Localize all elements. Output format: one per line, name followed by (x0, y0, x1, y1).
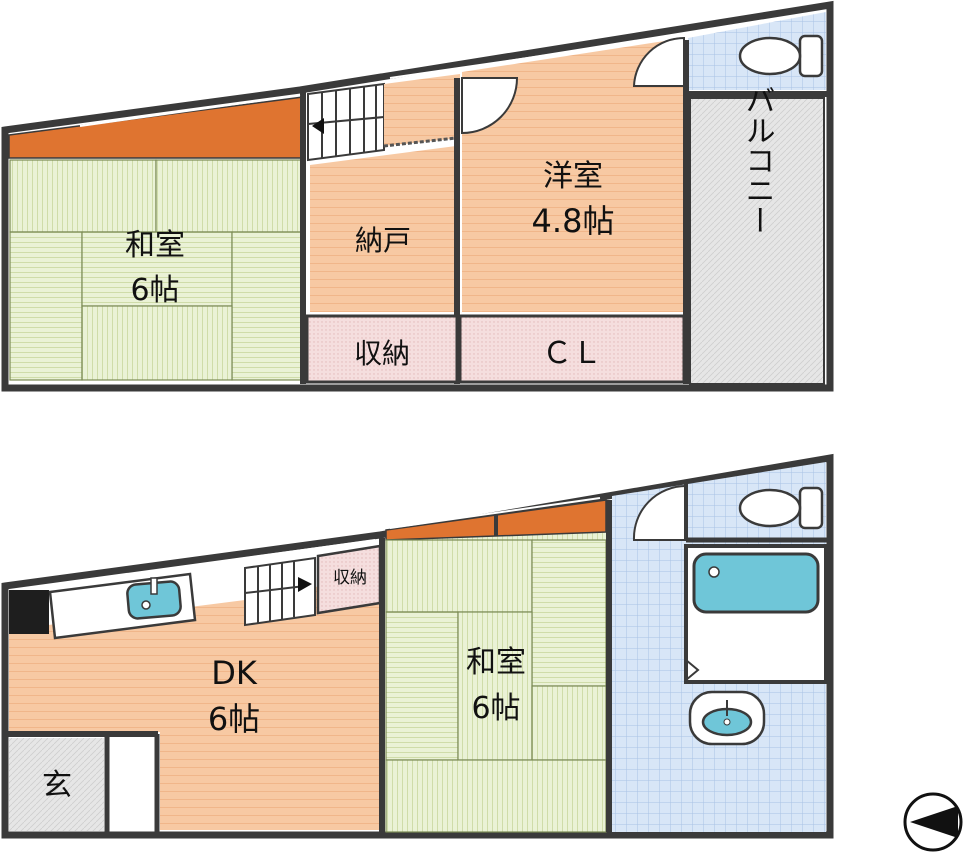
toilet-room-upper (688, 12, 826, 90)
youshitsu-room: 洋室 4.8帖 (461, 36, 685, 312)
dk-size: 6帖 (208, 700, 260, 738)
storage-room: 納戸 (310, 146, 456, 312)
washitsu-room-lower: 和室 6帖 (385, 499, 607, 833)
youshitsu-label: 洋室 (543, 159, 603, 194)
washitsu-upper-size: 6帖 (130, 273, 179, 308)
shuno-label-lower: 収納 (333, 568, 367, 588)
refrigerator (9, 590, 49, 634)
dk-label: DK (211, 654, 258, 692)
bathtub-icon (692, 552, 820, 614)
youshitsu-size: 4.8帖 (532, 202, 615, 240)
toilet-icon (738, 34, 824, 78)
dk-room (9, 575, 380, 830)
lower-floor: 収納 玄 DK 6帖 和室 6帖 (1, 453, 834, 839)
storage-room-label: 納戸 (355, 224, 411, 257)
north-compass-icon (903, 792, 963, 852)
kitchen-counter (48, 572, 197, 640)
washbasin-icon (688, 690, 766, 746)
stairs-arrow-icon (312, 118, 324, 134)
upper-floor: 納戸 洋室 4.8帖 収納 ＣＬ バルコニー (1, 0, 834, 392)
washitsu-lower-label: 和室 (466, 645, 526, 680)
toilet-icon (738, 486, 824, 530)
stairs-arrow-icon (298, 577, 312, 592)
washitsu-lower-size: 6帖 (471, 691, 520, 726)
entrance-label: 玄 (42, 768, 72, 803)
stairs-lower (244, 556, 316, 627)
closet-label: ＣＬ (542, 336, 602, 371)
washitsu-room-upper (9, 159, 304, 381)
stairs-upper (307, 82, 385, 162)
entrance: 玄 (5, 731, 160, 832)
washitsu-upper-label: 和室 (125, 228, 185, 263)
shuno-label-upper: 収納 (354, 337, 410, 370)
balcony: バルコニー (686, 85, 828, 385)
balcony-label: バルコニー (740, 85, 775, 235)
